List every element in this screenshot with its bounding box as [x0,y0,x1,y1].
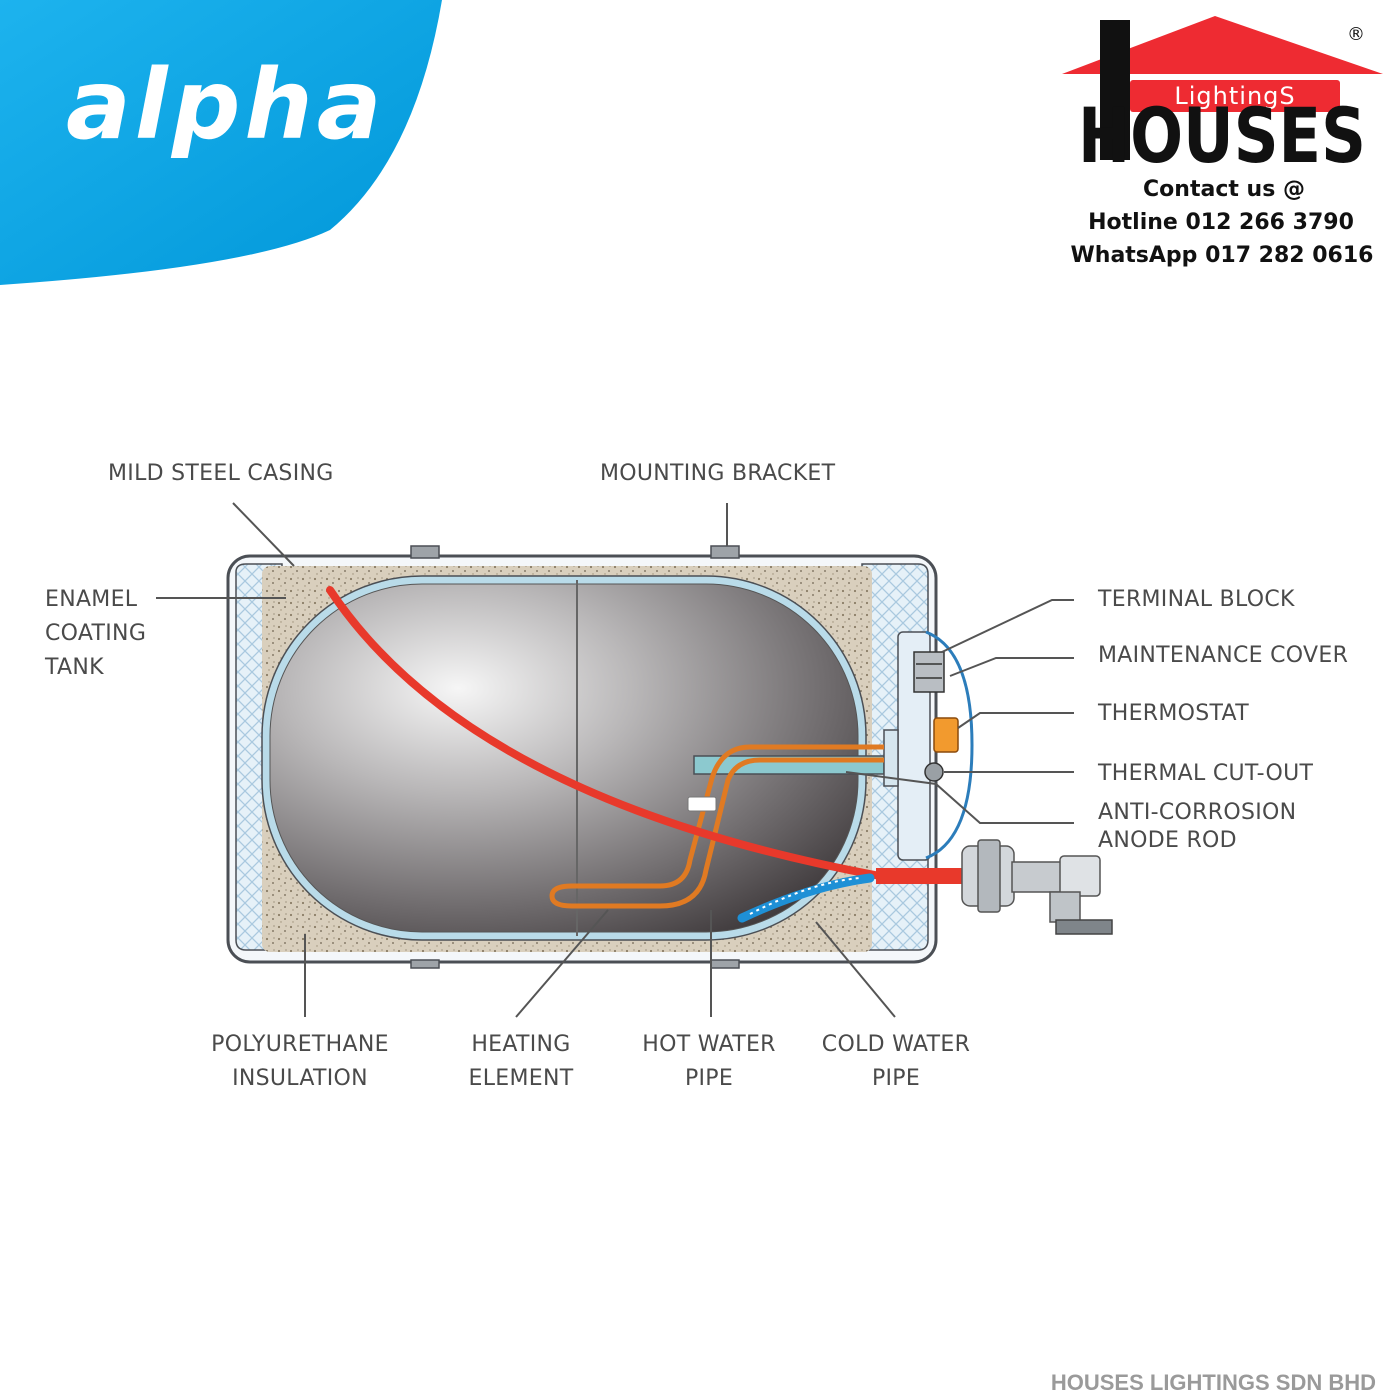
label-anode-line2: ANODE ROD [1098,828,1237,853]
label-enamel-line1: ENAMEL [45,587,138,612]
label-mild-steel-casing: MILD STEEL CASING [108,461,334,486]
label-cold-line1: COLD WATER [822,1032,970,1057]
label-heating-line2: ELEMENT [469,1066,574,1091]
contact-heading: Contact us @ [1143,177,1305,202]
label-terminal-block: TERMINAL BLOCK [1097,587,1295,612]
label-thermal-cutout: THERMAL CUT-OUT [1097,761,1314,786]
label-hot-line1: HOT WATER [642,1032,776,1057]
houses-lightings-logo: LightingS HOUSES ® [1062,16,1383,180]
hot-water-pipe [326,586,884,880]
contact-block: Contact us @ Hotline 012 266 3790 WhatsA… [1071,177,1374,268]
label-enamel-line2: COATING [45,621,146,646]
outlet-valve [961,839,1113,935]
terminal-block [913,651,945,693]
logo-tagline: LightingS [1174,82,1295,110]
label-thermostat: THERMOSTAT [1097,701,1249,726]
label-enamel-line3: TANK [44,655,104,680]
leader-lines [156,502,1074,1018]
contact-whatsapp: WhatsApp 017 282 0616 [1071,243,1374,268]
alpha-logo: alpha [0,0,442,285]
label-maintenance-cover: MAINTENANCE COVER [1098,643,1348,668]
diagram-labels: MILD STEEL CASING MOUNTING BRACKET ENAME… [44,461,1348,1091]
label-hot-line2: PIPE [685,1066,733,1091]
heater-body [226,545,1113,969]
label-pu-line1: POLYURETHANE [211,1032,389,1057]
label-mounting-bracket: MOUNTING BRACKET [600,461,836,486]
registered-mark: ® [1347,24,1365,45]
footer-company: HOUSES LIGHTINGS SDN BHD [1051,1370,1376,1395]
label-anode-line1: ANTI-CORROSION [1098,800,1296,825]
maintenance-cover [925,630,974,860]
label-heating-line1: HEATING [471,1032,570,1057]
thermal-cutout [924,762,944,782]
logo-name: HOUSES [1078,91,1366,180]
label-cold-line2: PIPE [872,1066,920,1091]
contact-hotline: Hotline 012 266 3790 [1088,210,1354,235]
label-pu-line2: INSULATION [232,1066,368,1091]
heating-element [549,744,884,909]
thermostat [933,717,959,753]
alpha-logo-text: alpha [66,49,386,161]
